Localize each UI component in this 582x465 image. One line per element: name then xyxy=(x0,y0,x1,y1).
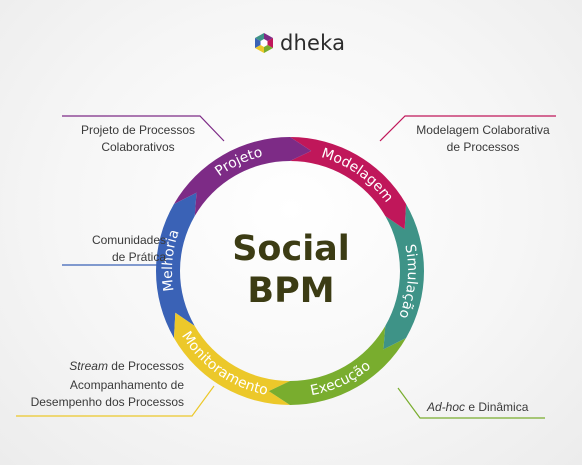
callout-melhoria-line2: de Prática xyxy=(111,250,166,264)
callout-modelagem-line2: de Processos xyxy=(446,140,520,154)
ring-segment-projeto xyxy=(173,137,312,216)
leader-projeto xyxy=(62,115,225,142)
callout-melhoria-line1: Comunidades xyxy=(91,233,166,247)
callout-monitoramento-line1: Stream de Processos xyxy=(16,358,184,375)
center-title-social: Social xyxy=(232,229,350,269)
adhoc-rest: e Dinâmica xyxy=(465,400,529,414)
ring-label-modelagem: Modelagem xyxy=(320,146,397,206)
center-title: Social BPM xyxy=(211,228,371,312)
ring-segment-simulacao xyxy=(383,204,425,350)
callout-modelagem: Modelagem Colaborativa de Processos xyxy=(405,122,561,156)
callout-melhoria: Comunidades de Prática xyxy=(52,232,166,266)
callout-modelagem-line1: Modelagem Colaborativa xyxy=(416,123,550,137)
callout-monitoramento-line2: Acompanhamento de xyxy=(69,378,184,392)
callout-projeto-line1: Projeto de Processos xyxy=(80,123,196,137)
stream-rest: de Processos xyxy=(107,359,184,373)
callout-monitoramento: Stream de Processos Acompanhamento de De… xyxy=(16,358,184,411)
hexagon-logo-icon xyxy=(255,33,273,53)
ring-segment-modelagem xyxy=(290,137,407,230)
leader-lines xyxy=(16,115,556,419)
adhoc-em: Ad-hoc xyxy=(427,400,466,414)
stream-em: Stream xyxy=(69,359,108,373)
callout-projeto-line2: Colaborativos xyxy=(101,140,175,154)
ring-segment-monitoramento xyxy=(173,312,290,405)
callout-execucao: Ad-hoc e Dinâmica xyxy=(427,399,547,416)
leader-monitoramento xyxy=(16,385,215,417)
callout-monitoramento-line3: Desempenho dos Processos xyxy=(30,395,184,409)
leader-execucao xyxy=(397,387,545,419)
logo-text: dheka xyxy=(280,30,346,55)
callout-execucao-line1: Ad-hoc e Dinâmica xyxy=(427,399,547,416)
leader-modelagem xyxy=(379,115,556,142)
dheka-logo: dheka xyxy=(254,30,345,56)
ring-segment-melhoria xyxy=(155,192,197,338)
ring-segment-execucao xyxy=(268,326,407,405)
callout-projeto: Projeto de Processos Colaborativos xyxy=(55,122,221,156)
ring-segments xyxy=(155,137,425,405)
center-title-bpm: BPM xyxy=(247,271,335,311)
